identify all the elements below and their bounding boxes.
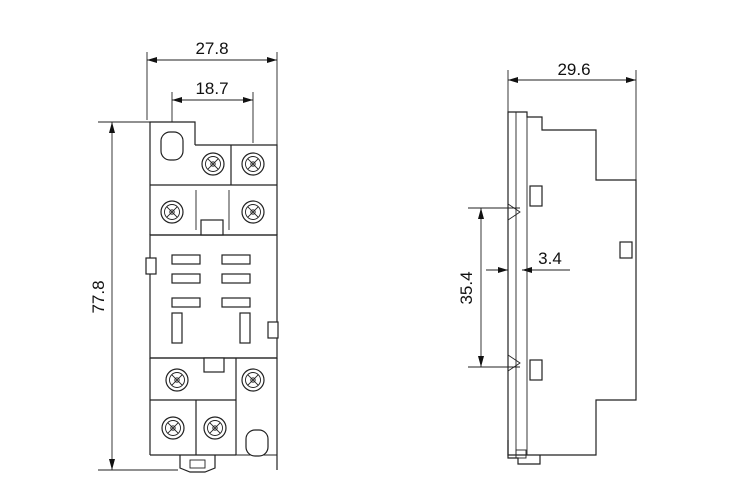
side-clip-bottom <box>529 359 543 381</box>
pin-slot <box>171 273 201 284</box>
dimension-rail-offset-label: 3.4 <box>538 249 562 268</box>
dimension-top-width-label: 27.8 <box>195 39 228 58</box>
pin-slot <box>171 297 201 308</box>
pin-slot <box>171 254 201 265</box>
dimension-height: 77.8 <box>89 121 178 471</box>
terminal-screw-icon <box>161 416 185 440</box>
terminal-screw-icon <box>241 368 265 392</box>
latch-right <box>267 321 279 339</box>
dimension-rail-height: 35.4 <box>457 207 520 368</box>
dimension-top-width: 27.8 <box>146 39 278 145</box>
dimension-inner-width: 18.7 <box>171 79 254 143</box>
pin-slot <box>221 254 251 265</box>
terminal-screw-icon <box>201 152 225 176</box>
dimension-side-depth-label: 29.6 <box>557 60 590 79</box>
terminal-screw-icon <box>160 200 184 224</box>
dimension-side-depth: 29.6 <box>507 60 637 180</box>
terminal-screw-icon <box>241 200 265 224</box>
side-latch <box>619 241 633 259</box>
pin-slot <box>221 273 251 284</box>
dimension-rail-height-label: 35.4 <box>457 271 476 304</box>
terminal-screw-icon <box>241 152 265 176</box>
dimension-rail-offset: 3.4 <box>486 249 570 273</box>
latch-left <box>145 257 157 275</box>
terminal-screw-icon <box>203 416 227 440</box>
dimension-inner-width-label: 18.7 <box>195 79 228 98</box>
side-profile <box>507 111 637 465</box>
front-view: 27.8 18.7 77.8 <box>89 39 279 473</box>
dimension-height-label: 77.8 <box>89 280 108 313</box>
terminal-screws <box>160 152 265 440</box>
socket-body <box>145 121 279 473</box>
pin-slot <box>221 297 251 308</box>
side-clip-top <box>529 185 543 207</box>
mounting-hole-top <box>160 131 184 161</box>
side-view: 29.6 35.4 3.4 <box>457 60 637 465</box>
mounting-hole-bottom <box>245 429 269 457</box>
pin-slot-vertical <box>239 312 251 344</box>
pin-slot-vertical <box>171 312 183 344</box>
terminal-screw-icon <box>165 368 189 392</box>
